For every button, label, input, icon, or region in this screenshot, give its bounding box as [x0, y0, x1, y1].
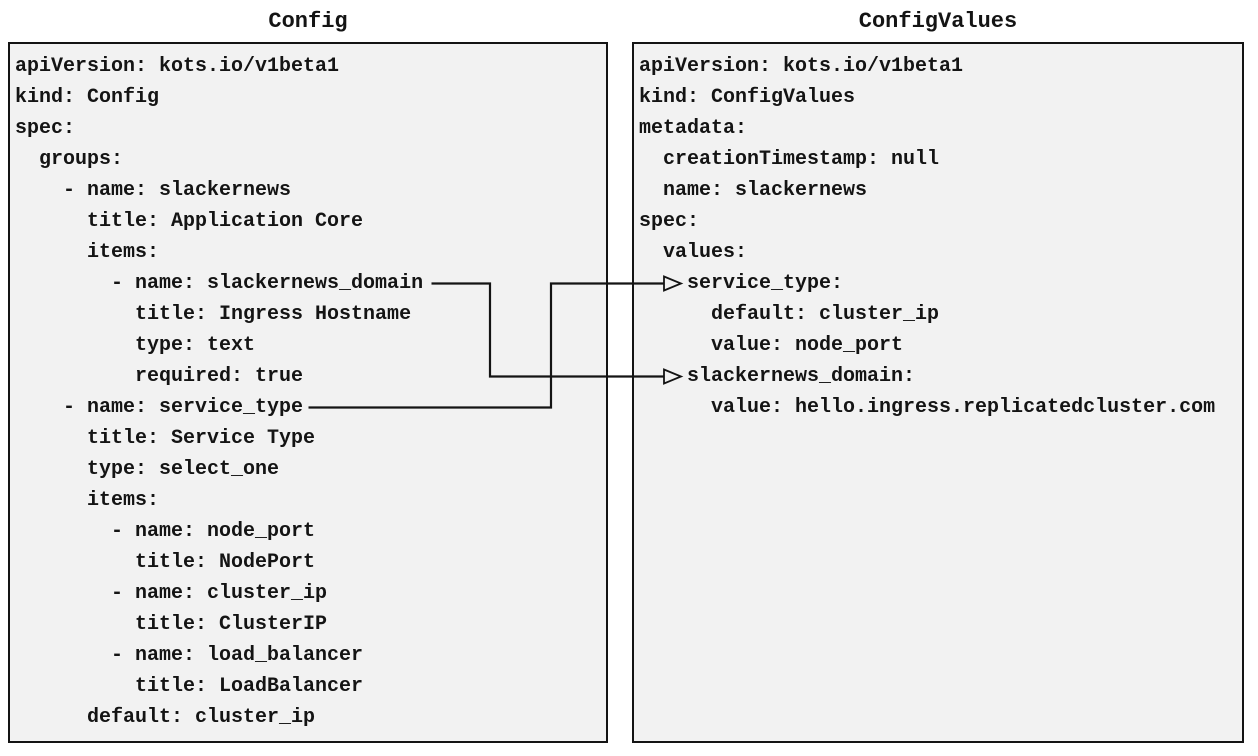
code-line: - name: cluster_ip [15, 582, 328, 605]
code-line: spec: [15, 117, 76, 140]
configvalues-panel: apiVersion: kots.io/v1beta1 kind: Config… [632, 42, 1244, 743]
code-line: spec: [639, 210, 700, 233]
code-line-slackernews-domain-value: slackernews_domain: [639, 365, 916, 388]
code-line: items: [15, 489, 160, 512]
code-line: title: Service Type [15, 427, 316, 450]
code-line: title: NodePort [15, 551, 316, 574]
code-line: required: true [15, 365, 304, 388]
code-line: apiVersion: kots.io/v1beta1 [639, 55, 964, 78]
code-line: type: text [15, 334, 256, 357]
code-line: creationTimestamp: null [639, 148, 940, 171]
code-line: kind: ConfigValues [639, 86, 856, 109]
code-line: apiVersion: kots.io/v1beta1 [15, 55, 340, 78]
code-line-service-type: - name: service_type [15, 396, 304, 419]
code-line: - name: node_port [15, 520, 316, 543]
code-line: values: [639, 241, 748, 264]
code-line: title: Ingress Hostname [15, 303, 412, 326]
code-line: metadata: [639, 117, 748, 140]
configvalues-panel-title: ConfigValues [858, 9, 1018, 34]
code-line-service-type-value: service_type: [639, 272, 844, 295]
code-line: title: LoadBalancer [15, 675, 364, 698]
code-line: default: cluster_ip [639, 303, 940, 326]
code-line: - name: slackernews [15, 179, 292, 202]
code-line: value: hello.ingress.replicatedcluster.c… [639, 396, 1216, 419]
code-line: value: node_port [639, 334, 904, 357]
code-line: groups: [15, 148, 124, 171]
code-line: kind: Config [15, 86, 160, 109]
config-panel-title: Config [268, 9, 348, 34]
code-line: type: select_one [15, 458, 280, 481]
code-line-slackernews-domain: - name: slackernews_domain [15, 272, 424, 295]
code-line: default: cluster_ip [15, 706, 316, 729]
code-line: title: ClusterIP [15, 613, 328, 636]
code-line: name: slackernews [639, 179, 868, 202]
code-line: title: Application Core [15, 210, 364, 233]
config-panel: apiVersion: kots.io/v1beta1 kind: Config… [8, 42, 608, 743]
code-line: - name: load_balancer [15, 644, 364, 667]
code-line: items: [15, 241, 160, 264]
